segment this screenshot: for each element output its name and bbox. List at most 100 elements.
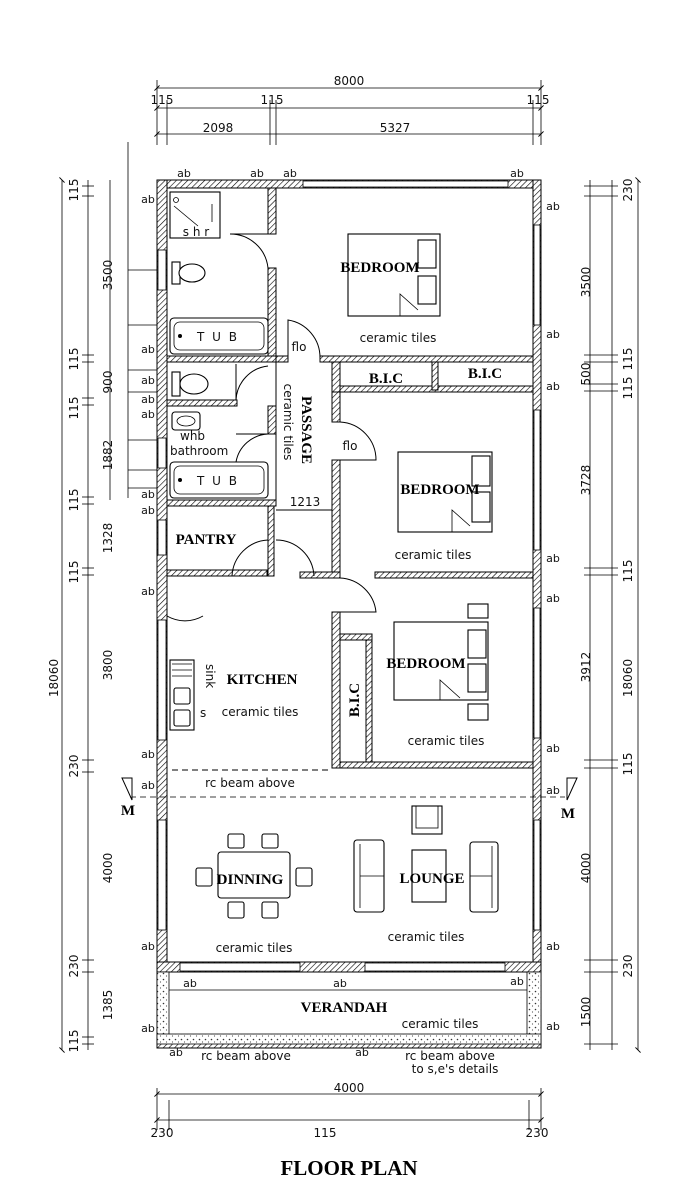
tiles-bedroom-2: ceramic tiles: [395, 548, 472, 562]
shower-label: s h r: [183, 225, 209, 239]
ab-tag: ab: [183, 977, 197, 990]
tiles-bedroom-3: ceramic tiles: [408, 734, 485, 748]
dim-left-13: 1385: [101, 990, 115, 1021]
room-labels: BEDROOM ceramic tiles B.I.C B.I.C BEDROO…: [176, 260, 503, 1076]
ab-tag: ab: [141, 585, 155, 598]
dim-left-5: 1882: [101, 440, 115, 471]
dim-left-9: 3800: [101, 650, 115, 681]
tiles-lounge: ceramic tiles: [388, 930, 465, 944]
left-dimensions: 115 3500 115 900 115 1882 115 1328 115 3…: [47, 142, 158, 1053]
dim-right-8: 115: [621, 753, 635, 776]
dim-bottom-right: 230: [526, 1126, 549, 1140]
tub-label-2: T U B: [196, 474, 239, 488]
dim-left-12: 230: [67, 955, 81, 978]
tiles-verandah: ceramic tiles: [402, 1017, 479, 1031]
ab-tag: ab: [546, 592, 560, 605]
dim-left-7: 1328: [101, 523, 115, 554]
tiles-bedroom-1: ceramic tiles: [360, 331, 437, 345]
ab-tag: ab: [141, 504, 155, 517]
rc-beam-label-2: rc beam above: [201, 1049, 291, 1063]
ab-tags: ab ab ab ab ab ab ab ab ab ab ab ab ab a…: [141, 167, 560, 1059]
ab-tag: ab: [141, 488, 155, 501]
section-marker-right: M: [561, 806, 575, 822]
ab-tag: ab: [141, 940, 155, 953]
dim-right-4: 115: [621, 377, 635, 400]
bic-1: B.I.C: [369, 371, 403, 387]
ab-tag: ab: [283, 167, 297, 180]
dim-left-11: 4000: [101, 853, 115, 884]
whb-label: whb: [180, 429, 205, 443]
sanitary-fixtures: s h r T U B whb bathroom T U B sink s: [169, 191, 269, 731]
ab-tag: ab: [250, 167, 264, 180]
ab-tag: ab: [546, 328, 560, 341]
ab-tag: ab: [546, 784, 560, 797]
ab-tag: ab: [169, 1046, 183, 1059]
section-marker-left: M: [121, 803, 135, 819]
ab-tag: ab: [333, 977, 347, 990]
sink-s-label: s: [200, 706, 206, 720]
ab-tag: ab: [546, 380, 560, 393]
room-lounge: LOUNGE: [399, 871, 464, 887]
ab-tag: ab: [546, 940, 560, 953]
room-kitchen: KITCHEN: [227, 672, 298, 688]
tiles-passage: ceramic tiles: [281, 384, 295, 461]
dim-bottom-overall: 4000: [334, 1081, 365, 1095]
ab-tag: ab: [141, 748, 155, 761]
dim-left-3: 900: [101, 371, 115, 394]
dim-right-7: 3912: [579, 652, 593, 683]
dim-right-overall: 18060: [621, 659, 635, 697]
dim-left-4: 115: [67, 397, 81, 420]
top-dimensions: 8000 115 115 115 2098 5327: [151, 74, 550, 145]
doors: [166, 233, 377, 622]
tub-label-1: T U B: [196, 330, 239, 344]
bottom-dimensions: 4000 230 115 230: [151, 1081, 549, 1140]
ab-tag: ab: [141, 193, 155, 206]
dim-left-overall: 18060: [47, 659, 61, 697]
room-bedroom-2: BEDROOM: [400, 482, 479, 498]
dim-top-overall: 8000: [334, 74, 365, 88]
tiles-dinning: ceramic tiles: [216, 941, 293, 955]
bathroom-label: bathroom: [170, 444, 228, 458]
dim-left-14: 115: [67, 1030, 81, 1053]
bic-3: B.I.C: [347, 683, 363, 717]
dim-top-right-wall: 115: [527, 93, 550, 107]
dim-right-11: 1500: [579, 997, 593, 1028]
section-markers: M M: [121, 777, 578, 822]
ab-tag: ab: [546, 742, 560, 755]
ab-tag: ab: [141, 408, 155, 421]
dim-top-left-wall: 115: [151, 93, 174, 107]
flo-label-1: flo: [292, 340, 307, 354]
dim-bottom-middle: 115: [314, 1126, 337, 1140]
room-verandah: VERANDAH: [301, 1000, 388, 1016]
ab-tag: ab: [546, 200, 560, 213]
dim-top-right-span: 5327: [380, 121, 411, 135]
windows: [157, 179, 541, 972]
right-dimensions: 230 3500 115 500 115 3728 115 3912 115 4…: [579, 177, 641, 1053]
dim-right-1: 3500: [579, 267, 593, 298]
dim-left-10: 230: [67, 755, 81, 778]
dim-right-3: 500: [579, 363, 593, 386]
dim-right-0: 230: [621, 179, 635, 202]
furniture: [195, 233, 499, 919]
room-dinning: DINNING: [217, 872, 284, 888]
ab-tag: ab: [546, 1020, 560, 1033]
ab-tag: ab: [546, 552, 560, 565]
ab-tag: ab: [510, 975, 524, 988]
dim-left-6: 115: [67, 489, 81, 512]
ab-tag: ab: [141, 393, 155, 406]
dim-right-6: 115: [621, 560, 635, 583]
sink-label: sink: [203, 664, 217, 688]
ab-tag: ab: [141, 374, 155, 387]
dim-right-5: 3728: [579, 465, 593, 496]
dim-passage: 1213: [290, 495, 321, 509]
ab-tag: ab: [141, 343, 155, 356]
dim-right-10: 230: [621, 955, 635, 978]
dim-left-1: 3500: [101, 260, 115, 291]
rc-beam-label-3: rc beam above: [405, 1049, 495, 1063]
room-pantry: PANTRY: [176, 532, 237, 548]
room-passage: PASSAGE: [298, 396, 314, 464]
tiles-kitchen: ceramic tiles: [222, 705, 299, 719]
room-bedroom-1: BEDROOM: [340, 260, 419, 276]
bic-2: B.I.C: [468, 366, 502, 382]
